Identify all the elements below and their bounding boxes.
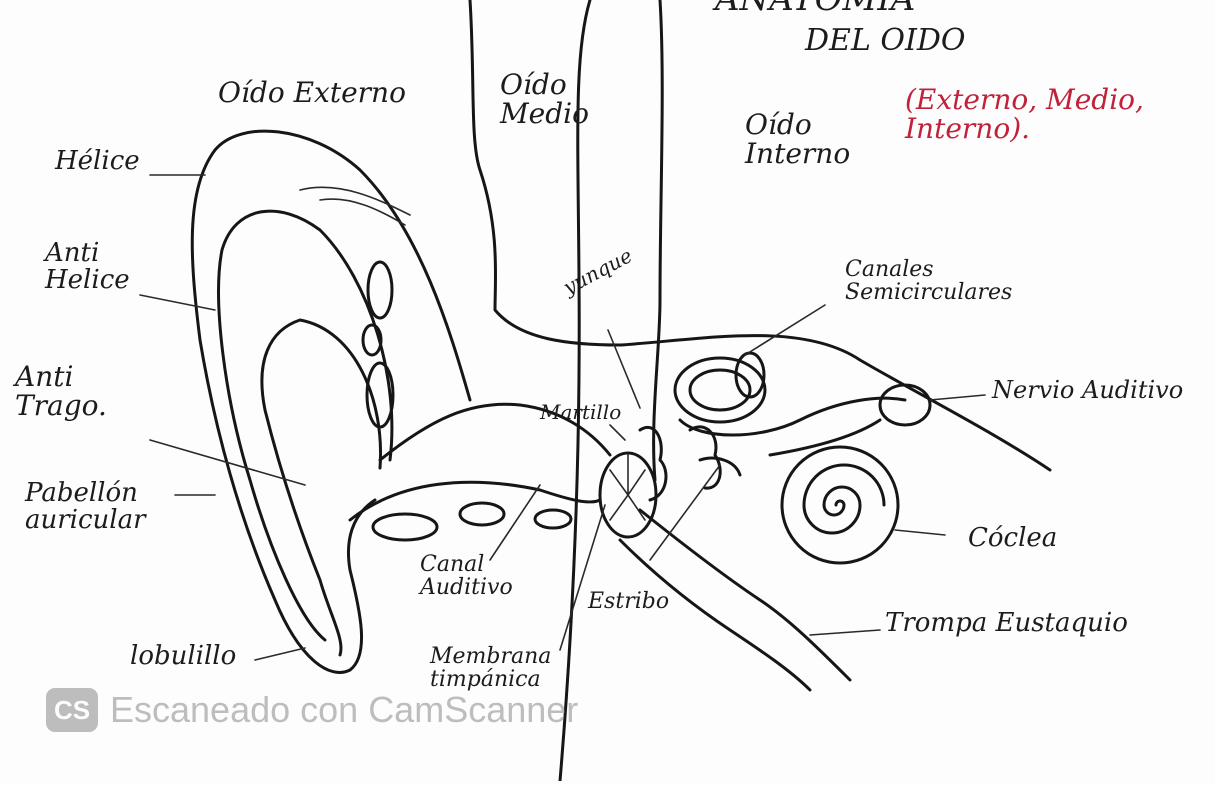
auditory-nerve-root [880, 385, 930, 425]
section-interno: Oído Interno [745, 110, 875, 169]
eustachian-tube-top [640, 510, 850, 680]
label-antitrago: Anti Trago. [15, 362, 135, 421]
middle-ear-boundary-right [654, 0, 663, 480]
camscanner-logo: CS [46, 688, 98, 732]
label-pabellon: Pabellón auricular [25, 480, 175, 535]
label-coclea: Cóclea [968, 525, 1057, 552]
helix-folds [300, 187, 410, 225]
leader-coclea [895, 530, 945, 535]
watermark-text: Escaneado con CamScanner [110, 689, 578, 731]
label-canal: Canal Auditivo [420, 553, 530, 599]
section-medio: Oído Medio [500, 70, 630, 129]
ear-canal-bottom [350, 482, 600, 520]
title-line-2: DEL OIDO [805, 25, 966, 57]
label-trompa: Trompa Eustaquio [885, 610, 1128, 637]
leader-antitrago [150, 440, 305, 485]
leader-canales [745, 305, 825, 355]
leader-martillo [610, 425, 625, 440]
antihelix-outline [219, 211, 392, 640]
bone-oval-3 [535, 510, 571, 528]
camscanner-watermark: CS Escaneado con CamScanner [46, 688, 578, 732]
section-externo: Oído Externo [218, 78, 406, 107]
leader-antihelice [140, 295, 215, 310]
title-line-1: ANATOMIA [715, 0, 915, 18]
label-canales: Canales Semicirculares [845, 258, 1025, 304]
antihelix-inner [262, 320, 381, 655]
label-nervio: Nervio Auditivo [992, 378, 1183, 403]
cartilage-oval-1 [368, 262, 392, 318]
label-lobulillo: lobulillo [130, 643, 236, 670]
vestibule [680, 398, 905, 435]
title-subtitle: (Externo, Medio, Interno). [905, 85, 1175, 144]
bone-oval-1 [373, 514, 437, 540]
label-estribo: Estribo [588, 590, 669, 613]
label-martillo: Martillo [540, 402, 621, 423]
bone-oval-2 [460, 503, 504, 525]
label-helice: Hélice [55, 148, 140, 175]
cochlea-spiral [804, 465, 884, 533]
leader-trompa [810, 630, 880, 635]
leader-nervio [930, 395, 985, 400]
leader-lobulillo [255, 648, 305, 660]
label-membrana: Membrana timpánica [430, 645, 570, 691]
leader-yunque [608, 330, 640, 408]
leader-membrana [560, 505, 605, 650]
label-antihelice: Anti Helice [45, 240, 135, 295]
